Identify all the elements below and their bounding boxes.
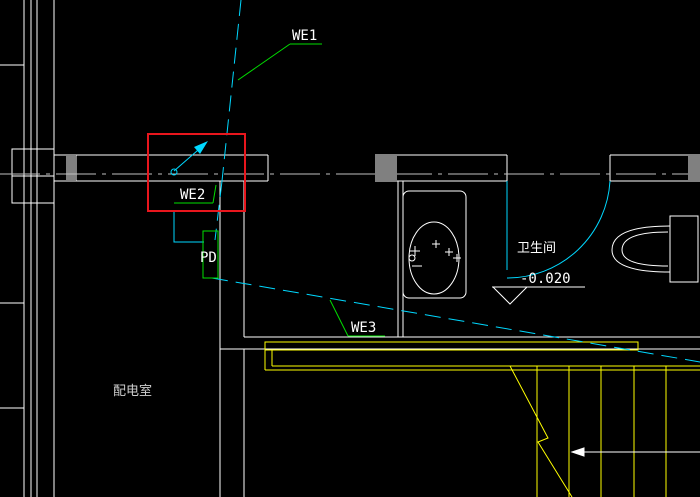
column-square-2 bbox=[688, 155, 700, 181]
internal-walls bbox=[219, 181, 700, 497]
label-bathroom: 卫生间 bbox=[517, 241, 556, 256]
pd-panel[interactable] bbox=[202, 230, 219, 279]
label-power-room: 配电室 bbox=[113, 383, 152, 399]
cable-node-icon bbox=[170, 168, 178, 176]
label-we1: WE1 bbox=[292, 28, 317, 44]
arrow-head-icon bbox=[194, 141, 208, 154]
leader-lines bbox=[174, 43, 385, 337]
left-column bbox=[11, 148, 77, 204]
door-swing-arc bbox=[506, 180, 611, 279]
toilet bbox=[611, 215, 699, 283]
elevation-marker bbox=[492, 286, 585, 305]
label-pd: PD bbox=[200, 250, 217, 266]
label-we3: WE3 bbox=[351, 320, 376, 336]
left-wall-lines bbox=[0, 0, 55, 497]
cable-runs bbox=[173, 0, 700, 363]
label-elevation: -0.020 bbox=[520, 271, 571, 287]
column-square-1 bbox=[375, 155, 397, 181]
staircase bbox=[264, 341, 700, 497]
washbasin bbox=[402, 190, 467, 299]
selection-highlight-box bbox=[147, 133, 246, 212]
label-we2: WE2 bbox=[180, 187, 205, 203]
